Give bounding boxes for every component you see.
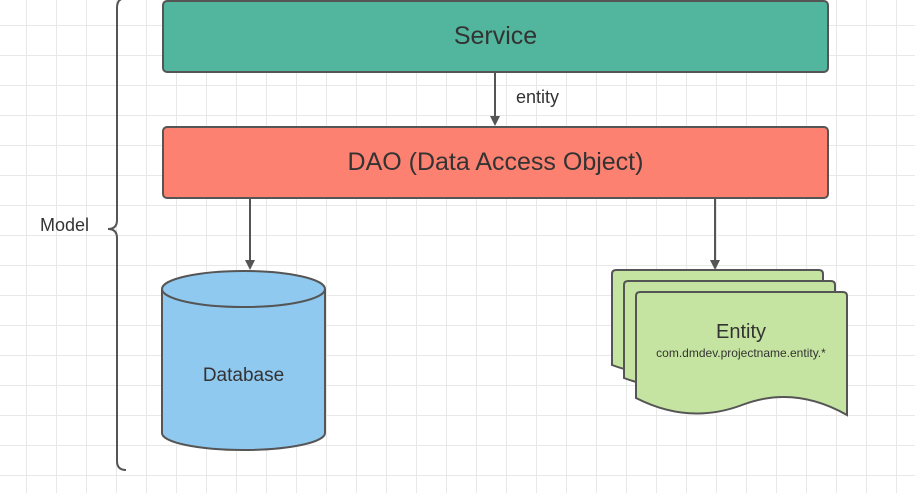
dao-label: DAO (Data Access Object) bbox=[347, 148, 644, 176]
entity-package-label: com.dmdev.projectname.entity.* bbox=[656, 346, 826, 360]
model-brace bbox=[107, 0, 127, 471]
dao-box: DAO (Data Access Object) bbox=[162, 126, 829, 199]
model-label: Model bbox=[40, 215, 90, 235]
database-cylinder bbox=[161, 270, 326, 451]
service-label: Service bbox=[453, 22, 538, 50]
entity-document-stack bbox=[611, 269, 848, 417]
database-label: Database bbox=[202, 365, 285, 386]
edge-label: entity bbox=[516, 87, 560, 107]
service-box: Service bbox=[162, 0, 829, 73]
entity-label: Entity bbox=[715, 321, 767, 343]
